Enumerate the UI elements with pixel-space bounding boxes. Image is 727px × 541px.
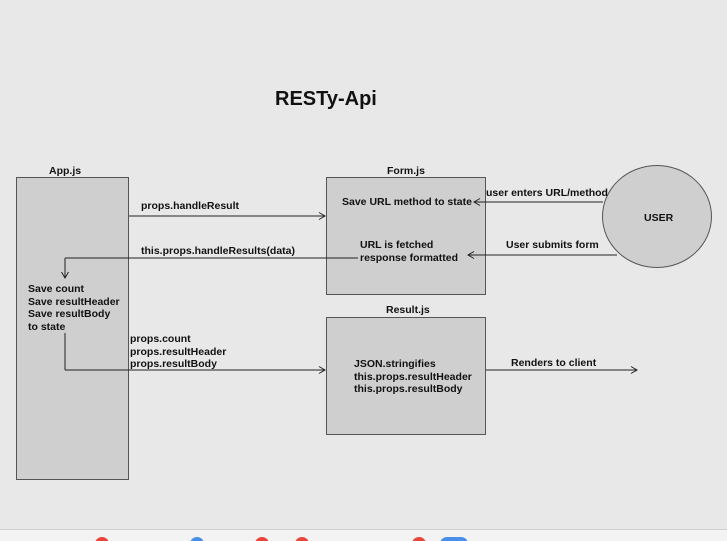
- edge-label-user-enters: user enters URL/method: [486, 187, 608, 199]
- arrow-props-to-result: [64, 333, 326, 374]
- app-text-line-1: Save count: [28, 283, 85, 295]
- connector-layer: [61, 198, 638, 374]
- taskbar-app-icon[interactable]: [412, 537, 426, 541]
- app-label: App.js: [49, 165, 82, 177]
- taskbar-app-icon[interactable]: [440, 537, 468, 541]
- edge-label-renders: Renders to client: [511, 357, 597, 369]
- arrow-renders: [486, 366, 638, 374]
- result-text-line-3: this.props.resultBody: [354, 383, 463, 395]
- app-text-line-2: Save resultHeader: [28, 295, 120, 308]
- arrow-user-enters: [473, 198, 603, 206]
- user-label: USER: [644, 212, 674, 224]
- form-text-top: Save URL method to state: [342, 196, 472, 208]
- edge-label-handle-results-data: this.props.handleResults(data): [141, 245, 296, 257]
- result-box: [326, 317, 486, 435]
- diagram-title: RESTy-Api: [275, 88, 377, 110]
- edge-label-props-result-body: props.resultBody: [130, 358, 217, 370]
- arrow-handle-results-data: [61, 257, 358, 279]
- edge-label-props-result-header: props.resultHeader: [130, 345, 227, 358]
- app-box: [16, 177, 129, 480]
- taskbar-app-icon[interactable]: [95, 537, 109, 541]
- edge-label-props-count: props.count: [130, 333, 191, 345]
- app-text-line-3: Save resultBody: [28, 308, 111, 320]
- arrow-user-submits: [467, 251, 617, 259]
- form-label: Form.js: [387, 165, 425, 177]
- form-text-bottom-line-1: URL is fetched: [360, 239, 434, 251]
- arrow-handle-result: [129, 212, 326, 220]
- result-text-line-1: JSON.stringifies: [354, 358, 436, 370]
- edge-label-user-submits: User submits form: [506, 239, 599, 251]
- result-text-line-2: this.props.resultHeader: [354, 370, 472, 383]
- user-node: [602, 165, 712, 268]
- taskbar-app-icon[interactable]: [190, 537, 204, 541]
- taskbar-app-icon[interactable]: [295, 537, 309, 541]
- taskbar-app-icon[interactable]: [255, 537, 269, 541]
- app-text-line-4: to state: [28, 320, 66, 333]
- form-box: [326, 177, 486, 295]
- edge-label-handle-result: props.handleResult: [141, 200, 240, 212]
- form-text-bottom-line-2: response formatted: [360, 251, 459, 264]
- result-label: Result.js: [386, 304, 430, 316]
- taskbar: [0, 529, 727, 541]
